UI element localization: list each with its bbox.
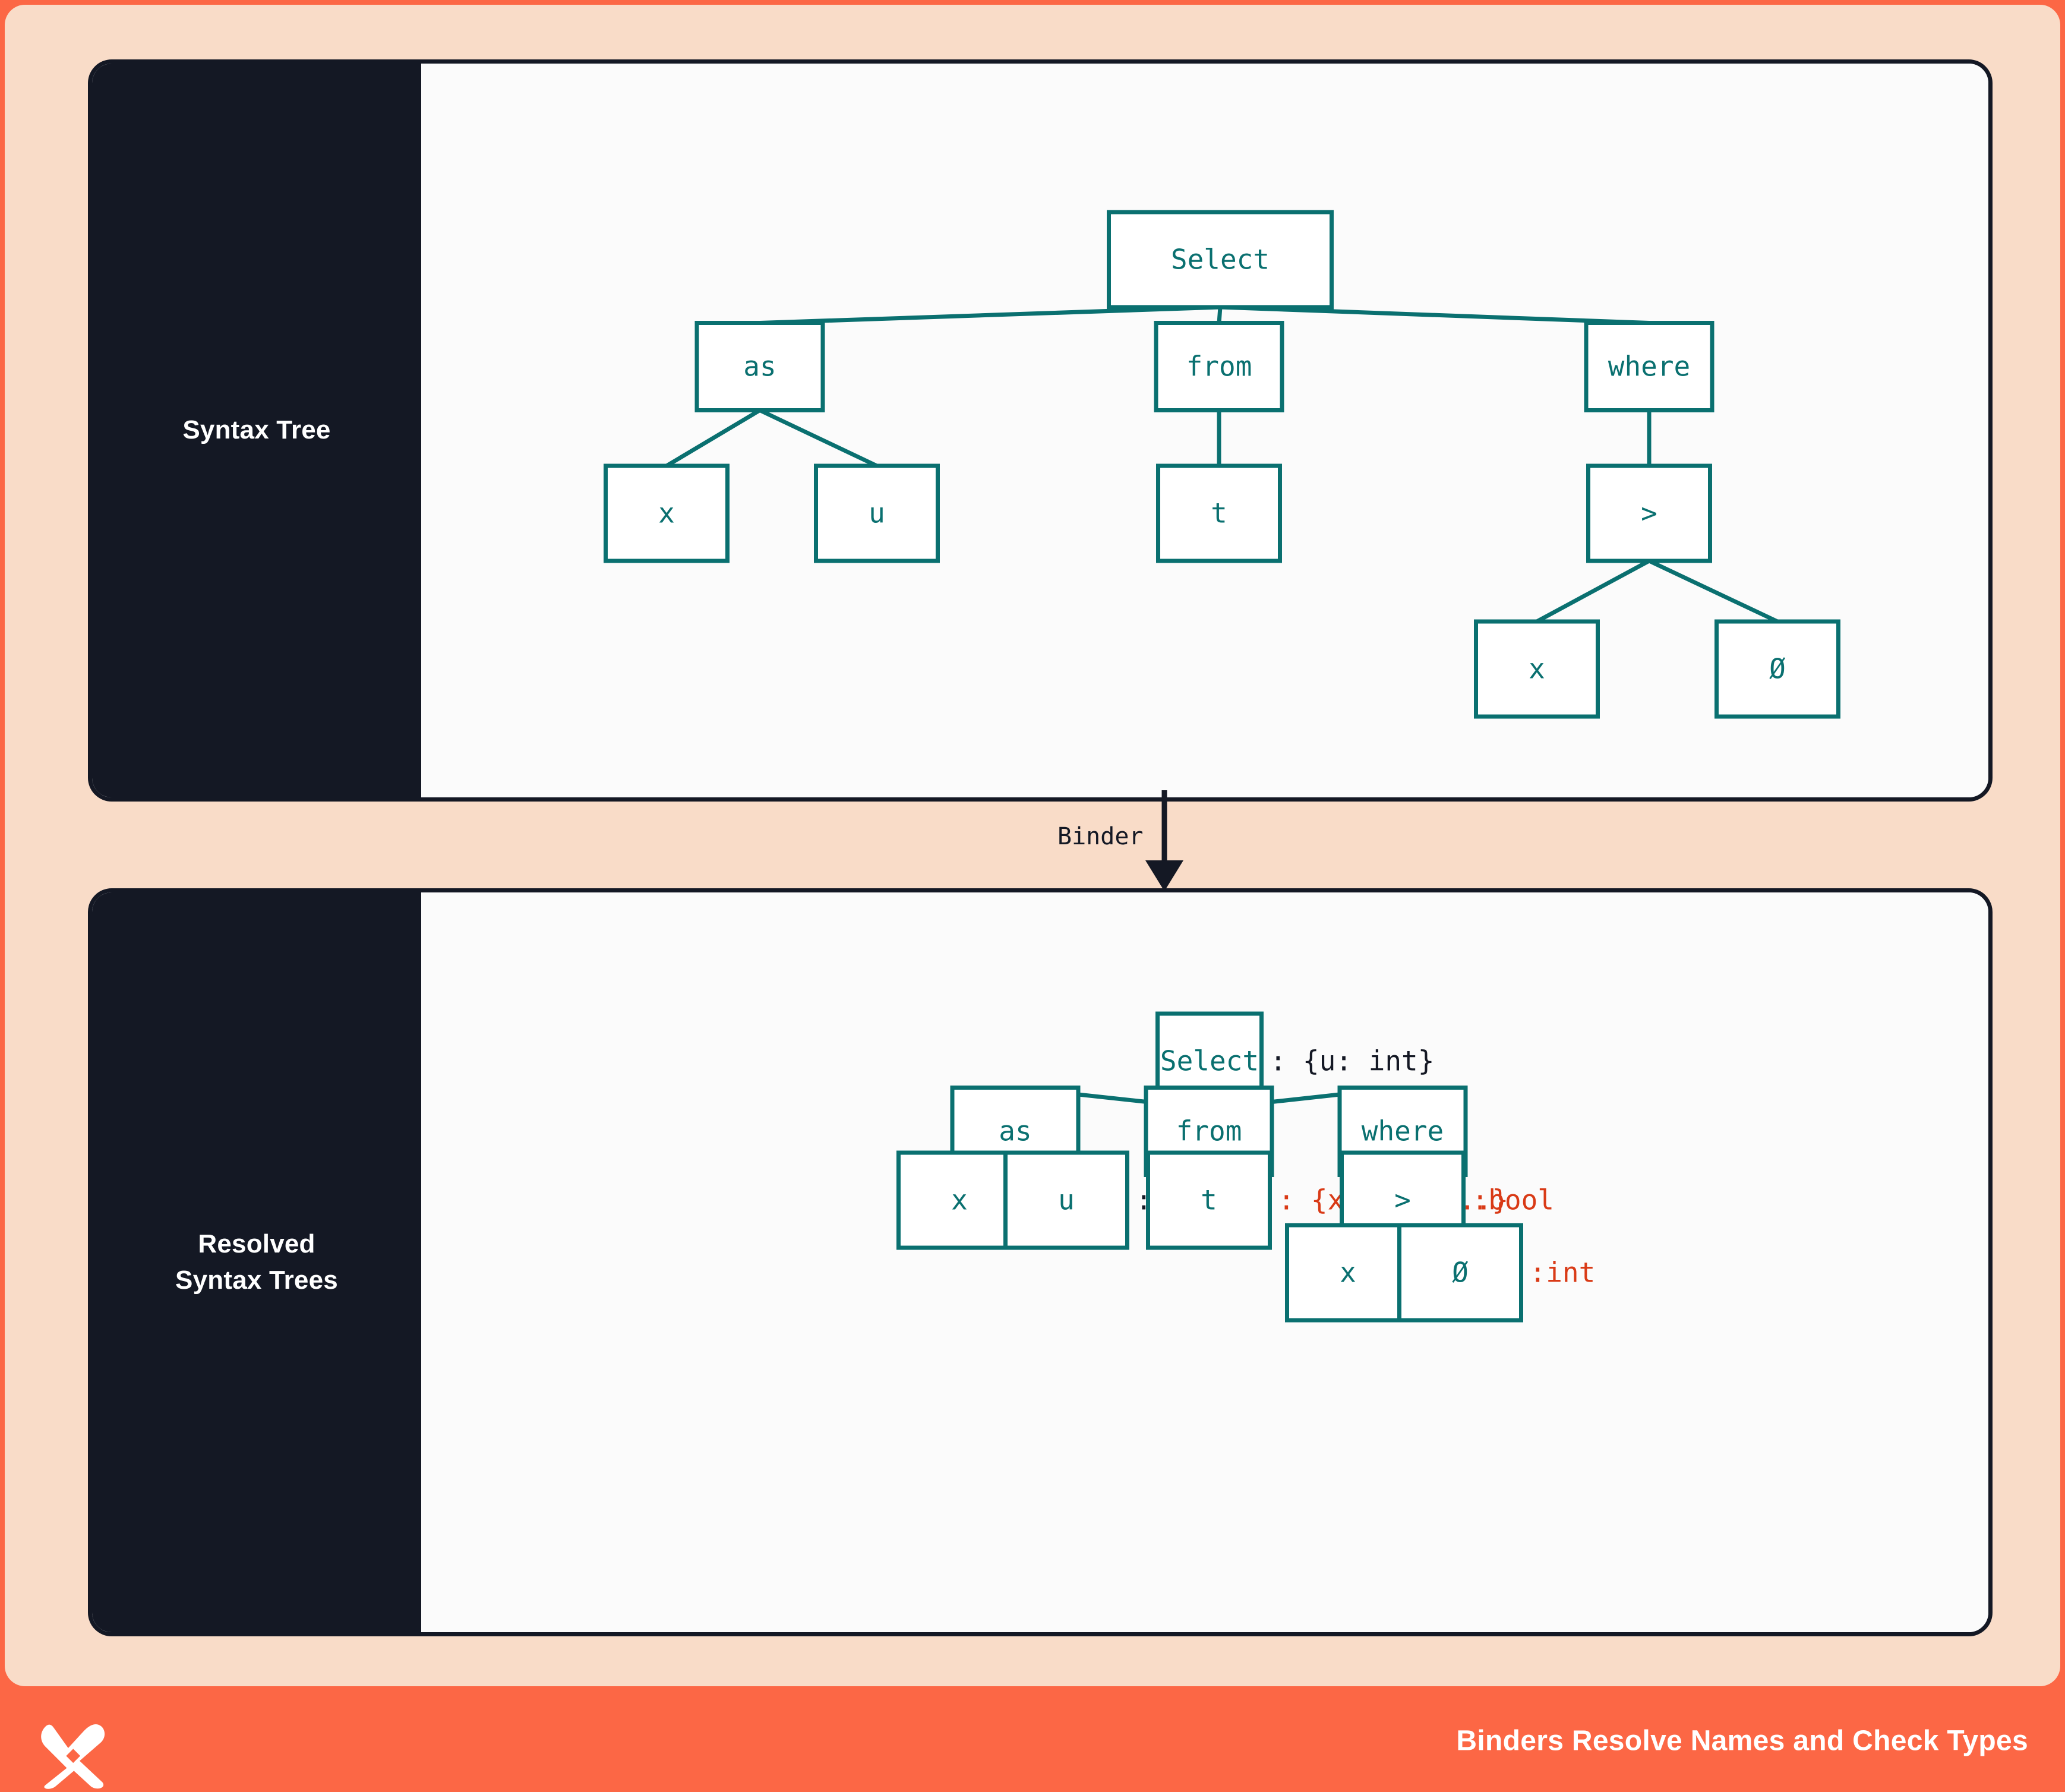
- tree-node-label: as: [999, 1115, 1031, 1147]
- tree-node-box: [1586, 463, 1712, 563]
- tree-node-label: from: [1176, 1115, 1242, 1147]
- tree-node-t1[interactable]: t: [1156, 463, 1282, 563]
- tree-node-box: [1154, 321, 1284, 412]
- tree-node-label: t: [1201, 1184, 1217, 1216]
- tree-node-x2[interactable]: x: [1474, 619, 1600, 719]
- tree-node-label: >: [1394, 1184, 1411, 1216]
- tree-node-label: x: [1529, 653, 1545, 685]
- panel-resolved-sidebar: Resolved Syntax Trees: [92, 892, 421, 1632]
- tree-node-box: [1146, 1150, 1272, 1250]
- tree-node-label: as: [743, 351, 776, 383]
- tree-node-box: [1107, 210, 1334, 310]
- tree-node-gt1[interactable]: >: [1586, 463, 1712, 563]
- tree-node-zero1[interactable]: Ø :int: [1397, 1223, 1596, 1323]
- tree-node-x1[interactable]: x: [604, 463, 730, 563]
- panel-resolved-syntax-trees: Resolved Syntax Trees Select : {u: int} as…: [88, 888, 1993, 1636]
- tree-node-type-annotation: :bool: [1472, 1184, 1554, 1216]
- tree-node-as[interactable]: as: [694, 321, 825, 412]
- tree-node-label: Ø: [1769, 653, 1786, 685]
- binder-label: Binder: [1057, 823, 1144, 850]
- tree-node-label: from: [1186, 351, 1252, 383]
- tree-node-label: x: [1340, 1257, 1356, 1289]
- tree-node-label: >: [1641, 497, 1657, 529]
- tree-node-box: [1156, 463, 1282, 563]
- tree-edge: [759, 408, 878, 468]
- tree-node-box: [1397, 1223, 1523, 1323]
- tree-edge: [759, 305, 1221, 325]
- tree-node-label: where: [1362, 1115, 1444, 1147]
- tree-node-label: Ø: [1452, 1257, 1469, 1289]
- footer-bar: Binders Resolve Names and Check Types: [0, 1690, 2065, 1792]
- tree-edge: [1217, 307, 1223, 323]
- tree-edge: [665, 408, 761, 468]
- tree-node-box: [1714, 619, 1840, 719]
- tree-node-label: where: [1608, 351, 1690, 383]
- binder-transition-zone: [88, 793, 1984, 888]
- tree-node-box: [1474, 619, 1600, 719]
- panel-resolved-canvas: Select: {u: int}asfromwherex:intu:intt: …: [421, 892, 1988, 1632]
- tree-node-label: u: [869, 497, 885, 529]
- tree-node-where[interactable]: where: [1584, 321, 1714, 412]
- tree-node-box: [604, 463, 730, 563]
- tree-node-box: [1584, 321, 1714, 412]
- tree-node-type-annotation: :int: [1530, 1257, 1596, 1289]
- tree-node-label: u: [1058, 1184, 1075, 1216]
- tree-node-box: [814, 463, 940, 563]
- tree-node-box: [694, 321, 825, 412]
- butterfly-x-logo-icon: [41, 1724, 105, 1789]
- tree-node-select[interactable]: Select: [1107, 210, 1334, 310]
- panel-syntax-tree-sidebar: Syntax Tree: [92, 64, 421, 797]
- tree-node-label: t: [1211, 497, 1227, 529]
- tree-node-zero1[interactable]: Ø: [1714, 619, 1840, 719]
- resolved-syntax-tree-graphic: Select: {u: int}asfromwherex:intu:intt: …: [896, 1011, 1596, 1323]
- tree-node-label: Select: [1171, 244, 1270, 276]
- panel-syntax-tree-title: Syntax Tree: [182, 415, 331, 445]
- tree-node-label: x: [658, 497, 675, 529]
- tree-edge: [1536, 559, 1650, 624]
- tree-node-u1[interactable]: u: [814, 463, 940, 563]
- tree-edge: [1648, 559, 1779, 624]
- tree-node-type-annotation: : {u: int}: [1270, 1045, 1435, 1077]
- tree-edge: [1220, 305, 1650, 325]
- panel-resolved-title: Resolved Syntax Trees: [175, 1229, 338, 1295]
- tree-node-box: [1003, 1150, 1129, 1250]
- tree-node-box: [896, 1150, 1022, 1250]
- tree-node-label: x: [951, 1184, 968, 1216]
- tree-node-label: Select: [1160, 1045, 1259, 1077]
- binder-arrow-icon: [1145, 790, 1183, 891]
- tree-node-from[interactable]: from: [1154, 321, 1284, 412]
- footer-caption: Binders Resolve Names and Check Types: [1456, 1725, 2028, 1757]
